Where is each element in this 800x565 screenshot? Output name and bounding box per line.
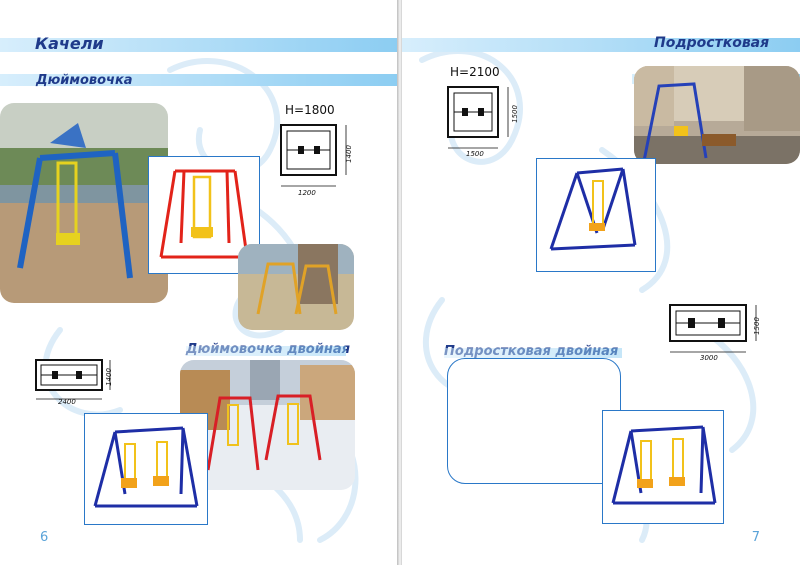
- right-page: Подростковая H=2100 1500 1500: [402, 0, 800, 565]
- left-page: Качели Дюймовочка H=1800 1200 1400: [0, 0, 398, 565]
- photo-playground-yard: [634, 66, 800, 164]
- header-band: [402, 38, 800, 52]
- dimension-height: 1400: [344, 145, 353, 163]
- subtitle-single-swing: Дюймовочка: [36, 73, 133, 88]
- dimension-width: 1200: [298, 189, 316, 197]
- photo-playground-autumn: [238, 244, 354, 330]
- dimension-height-double: 1400: [104, 368, 113, 386]
- page-number: 6: [40, 530, 49, 545]
- diagram-single-swing: [148, 156, 260, 274]
- diagram-single-swing: [536, 158, 656, 272]
- page-number: 7: [751, 530, 760, 545]
- plan-drawing-double: [669, 304, 757, 353]
- header-band: [0, 38, 398, 52]
- plan-drawing: [447, 86, 509, 149]
- diagram-double-swing: [84, 413, 208, 525]
- dimension-height-double: 1500: [752, 317, 761, 335]
- page-gutter: [397, 0, 403, 565]
- dimension-height: 1500: [510, 105, 519, 123]
- photo-playground-winter: [180, 360, 355, 490]
- dimension-width-double: 3000: [700, 354, 718, 362]
- plan-drawing-double: [35, 359, 111, 400]
- photo-placeholder: [447, 358, 621, 484]
- plan-drawing: [280, 124, 347, 187]
- section-title: Качели: [35, 34, 104, 53]
- subheader-band-2: [186, 346, 346, 356]
- height-label: H=1800: [285, 103, 335, 117]
- height-label: H=2100: [450, 65, 500, 79]
- photo-playground-single: [0, 103, 168, 303]
- subheader-band: [0, 74, 398, 86]
- dimension-width-double: 2400: [58, 398, 76, 406]
- section-title: Подростковая: [654, 35, 770, 51]
- diagram-double-swing: [602, 410, 724, 524]
- subheader-band-2: [444, 348, 622, 358]
- dimension-width: 1500: [466, 150, 484, 158]
